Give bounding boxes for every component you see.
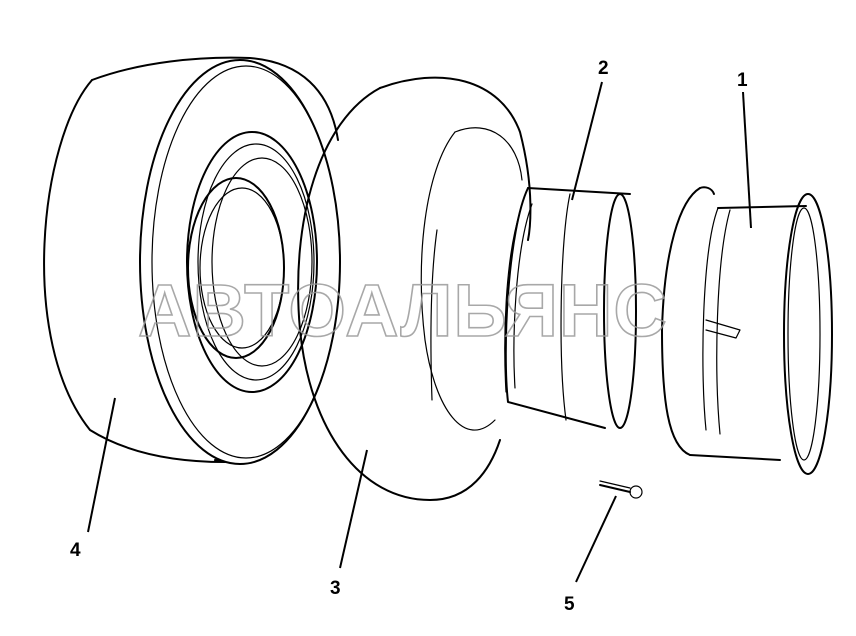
leader-line-1	[742, 91, 752, 229]
leader-line-4	[87, 397, 116, 533]
wheel-rim-part-1	[661, 186, 833, 475]
leader-lines	[87, 81, 752, 583]
tire-part-4	[43, 56, 341, 465]
callout-5: 5	[564, 594, 575, 615]
callout-4: 4	[70, 540, 81, 561]
watermark-text: АВТОАЛЬЯНС	[138, 269, 668, 352]
leader-line-3	[339, 449, 368, 569]
callout-2: 2	[598, 58, 609, 79]
valve-part-5	[599, 480, 643, 499]
rim-band-part-2	[504, 187, 637, 429]
callout-3: 3	[330, 578, 341, 599]
callout-1: 1	[737, 70, 748, 91]
tube-part-3	[297, 76, 532, 501]
leader-line-5	[575, 495, 617, 583]
leader-line-2	[571, 81, 603, 201]
